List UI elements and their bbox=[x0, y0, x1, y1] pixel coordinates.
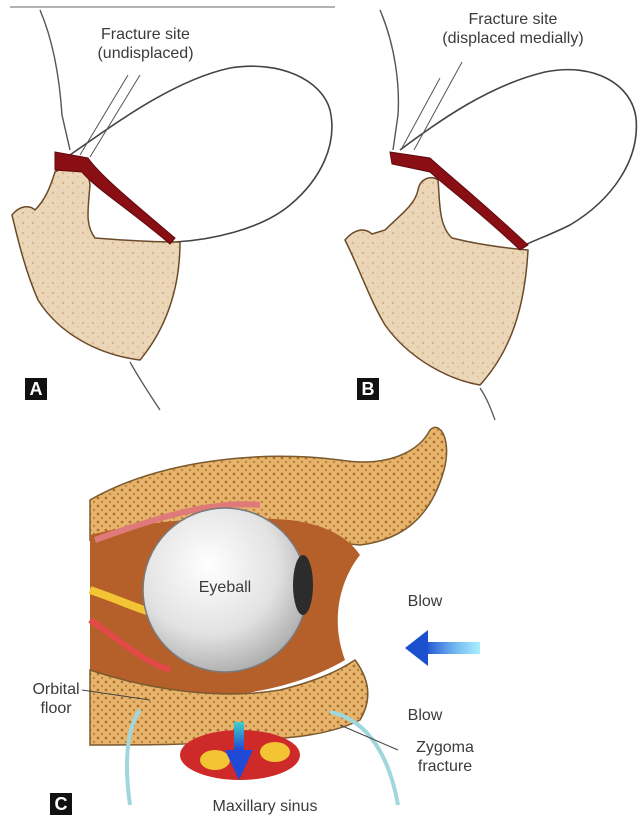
panel-c-cornea bbox=[293, 555, 313, 615]
panel-a-label-line2: (undisplaced) bbox=[78, 44, 213, 63]
panel-b-label-line1: Fracture site bbox=[418, 10, 608, 29]
panel-b-label-line2: (displaced medially) bbox=[418, 29, 608, 48]
eyeball-label: Eyeball bbox=[180, 578, 270, 597]
panel-b-leader-2 bbox=[414, 62, 462, 150]
panel-a-leader-2 bbox=[90, 75, 140, 157]
panel-a-label-line1: Fracture site bbox=[78, 25, 213, 44]
panel-a-letter: A bbox=[25, 378, 47, 400]
blow-label-lower: Blow bbox=[395, 706, 455, 725]
blow-label-upper: Blow bbox=[395, 592, 455, 611]
panel-a-drawing bbox=[12, 10, 332, 410]
panel-b-drawing bbox=[345, 10, 636, 420]
orbital-floor-line1: Orbital bbox=[26, 680, 86, 699]
panel-c-letter: C bbox=[50, 793, 72, 815]
zygoma-line2: fracture bbox=[395, 757, 495, 776]
zygoma-fracture-label: Zygoma fracture bbox=[395, 738, 495, 776]
panel-a-leader-1 bbox=[80, 75, 128, 155]
orbital-floor-label: Orbital floor bbox=[26, 680, 86, 718]
orbital-floor-line2: floor bbox=[26, 699, 86, 718]
zygoma-line1: Zygoma bbox=[395, 738, 495, 757]
panel-c-blow-arrow bbox=[405, 630, 428, 666]
panel-a-fracture-site-label: Fracture site (undisplaced) bbox=[78, 25, 213, 63]
panel-b-bone bbox=[345, 178, 528, 385]
maxillary-sinus-label: Maxillary sinus bbox=[180, 797, 350, 816]
panel-b-letter: B bbox=[357, 378, 379, 400]
panel-a-orbit-outline bbox=[70, 66, 332, 242]
panel-a-bone bbox=[12, 166, 180, 360]
panel-b-fracture-site-label: Fracture site (displaced medially) bbox=[418, 10, 608, 48]
